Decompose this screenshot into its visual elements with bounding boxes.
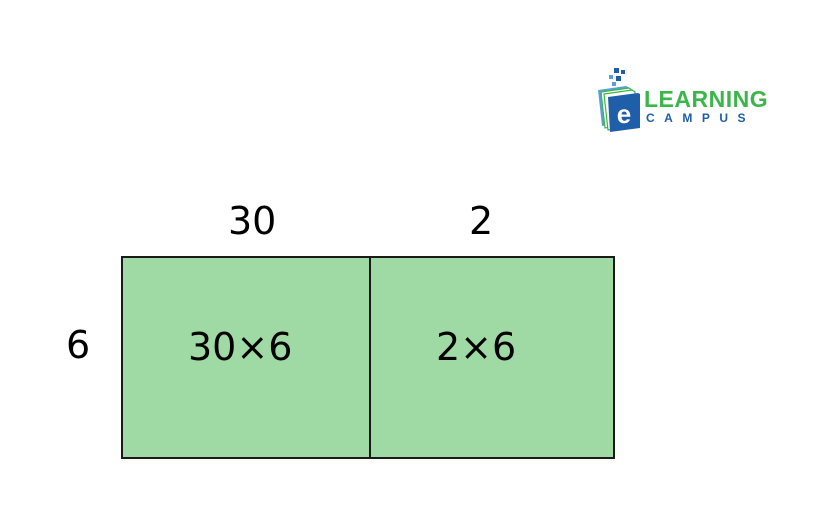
elearning-campus-logo: e LEARNING CAMPUS: [596, 66, 768, 132]
cell-left-text: 30×6: [188, 325, 293, 369]
top-label-left: 30: [228, 199, 277, 243]
area-cell-left: 30×6: [123, 258, 371, 457]
logo-learning-text: LEARNING: [644, 86, 769, 112]
side-label: 6: [66, 323, 91, 367]
book-e-icon: e: [598, 68, 640, 132]
area-cell-right: 2×6: [371, 258, 613, 457]
top-label-right: 2: [469, 199, 494, 243]
svg-text:e: e: [617, 99, 631, 129]
cell-right-text: 2×6: [436, 325, 517, 369]
area-model-rectangle: 30×6 2×6: [121, 256, 615, 459]
logo-campus-text: CAMPUS: [646, 111, 756, 125]
